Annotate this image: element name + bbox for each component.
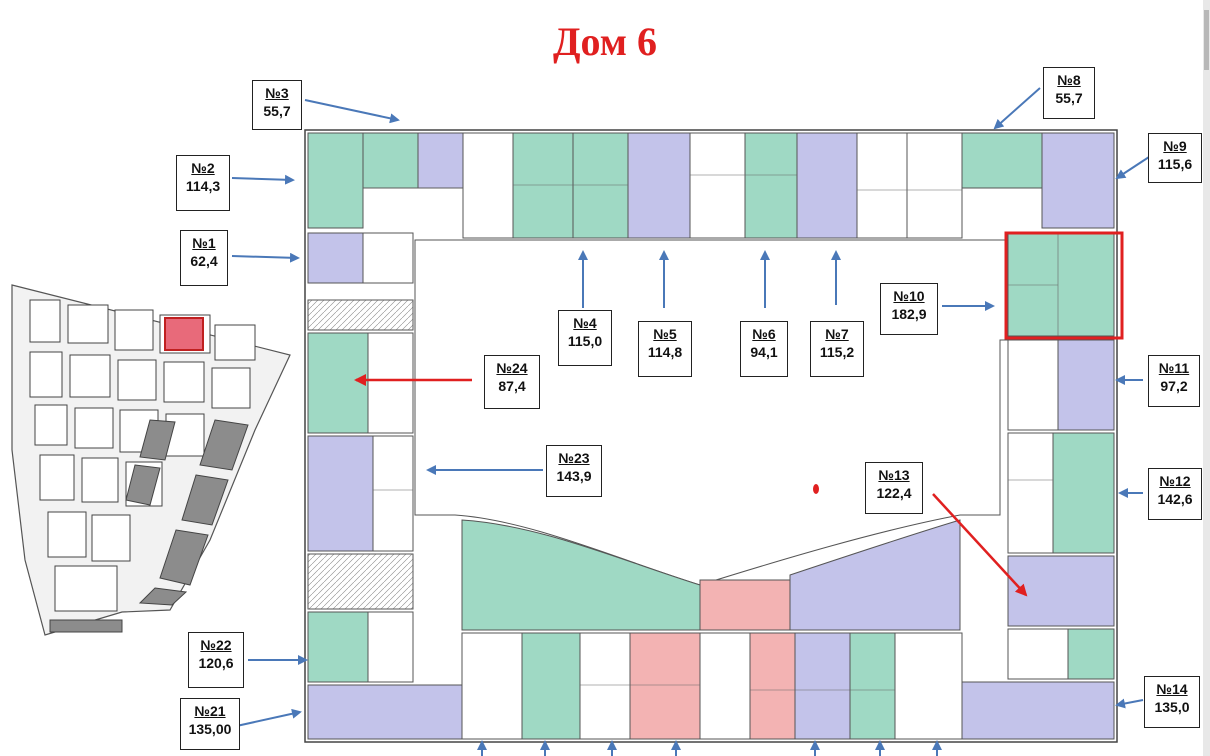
site-map [11,284,291,636]
arrow-21 [231,708,302,728]
arrow-1 [231,252,300,263]
vertical-scrollbar[interactable] [1203,0,1210,756]
marker-dot [813,484,819,494]
arrow-9 [1115,154,1153,180]
arrow-8 [993,87,1041,130]
highlight-apt-10 [1004,231,1124,340]
arrow-2 [231,174,295,185]
arrow-13 [932,493,1028,597]
apt-2-zone [307,132,364,229]
arrow-3 [304,99,400,124]
pointer-arrows [231,87,1153,728]
scrollbar-thumb[interactable] [1204,10,1209,70]
building [304,129,1118,743]
page-title: Дом 6 [552,19,657,64]
arrow-14 [1115,698,1144,709]
